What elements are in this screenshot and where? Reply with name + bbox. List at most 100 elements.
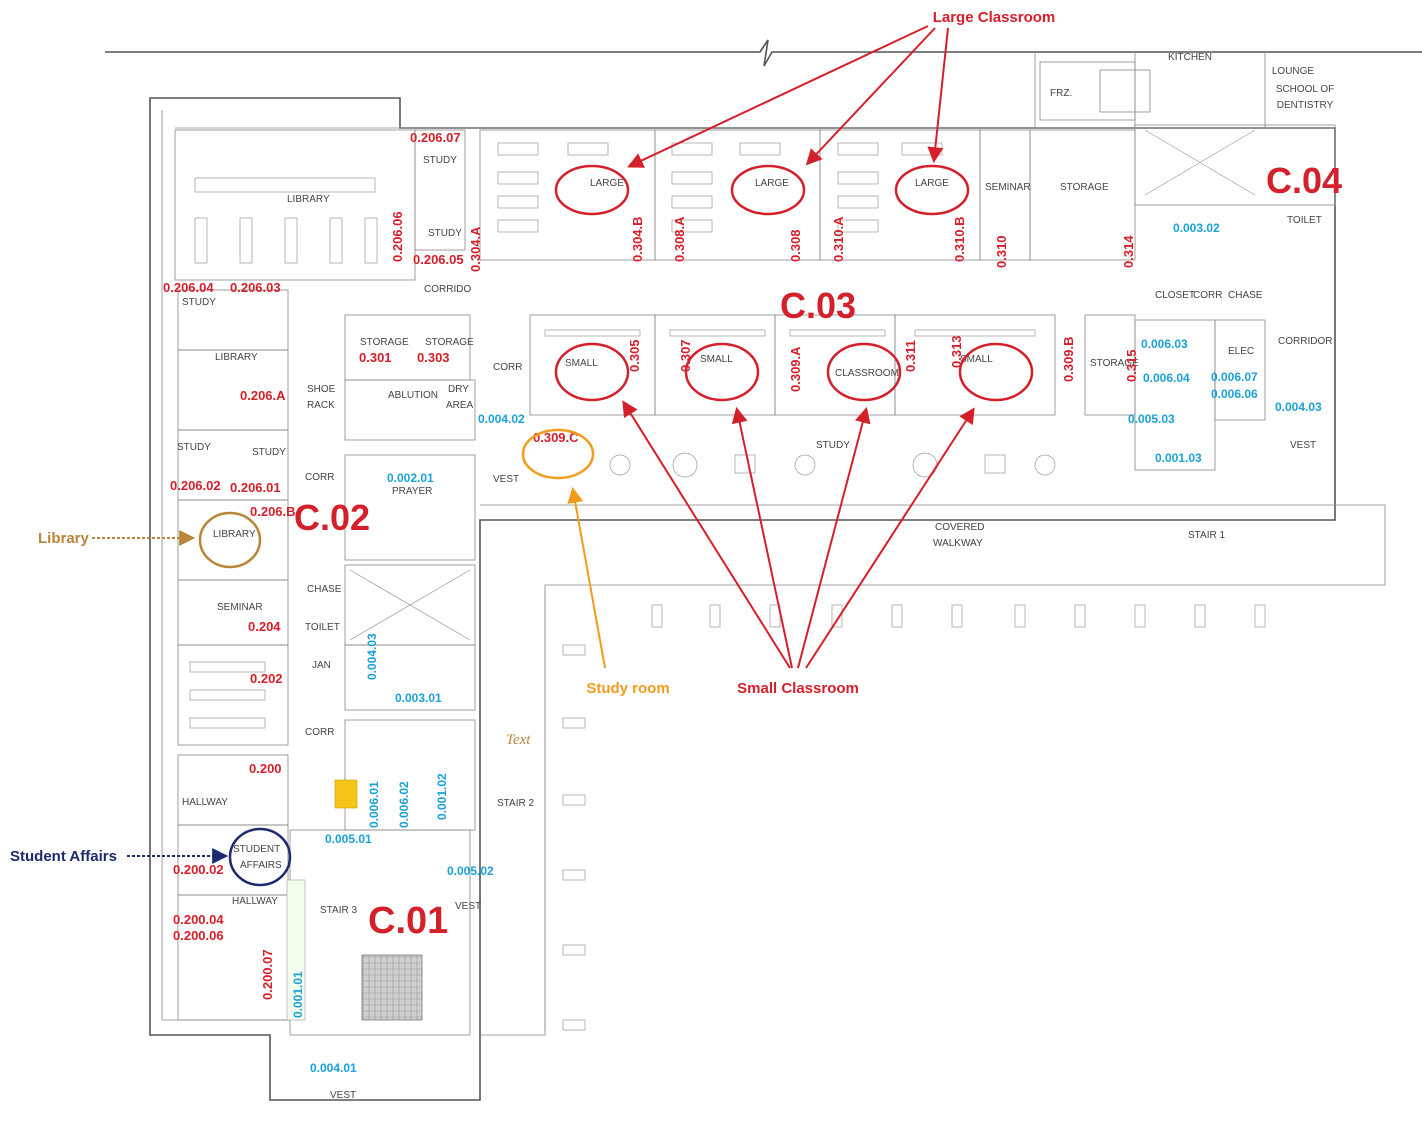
label-rack: RACK [307, 400, 335, 411]
label-corrido: CORRIDO [424, 284, 471, 295]
study-area-furniture [609, 452, 1056, 478]
library-circle [198, 511, 262, 569]
label-school-of: SCHOOL OF [1276, 84, 1335, 95]
room-id-006-06: 0.006.06 [1211, 387, 1258, 401]
label-seminar-top: SEMINAR [985, 182, 1031, 193]
label-seminar-left: SEMINAR [217, 602, 263, 613]
label-chase-left: CHASE [307, 584, 342, 595]
large-classroom-circle-1 [554, 164, 630, 216]
label-dentistry: DENTISTRY [1277, 100, 1334, 111]
room-id-309-c: 0.309.C [533, 430, 579, 445]
label-study-left-2: STUDY [177, 442, 211, 453]
room-id-310-a: 0.310.A [831, 216, 846, 262]
annotation-labels: Large Classroom Small Classroom Study ro… [10, 9, 1055, 865]
large-classroom-circle-2 [730, 164, 806, 216]
room-id-004-01: 0.004.01 [310, 1061, 357, 1075]
room-id-310-b: 0.310.B [952, 216, 967, 262]
left-wing-rooms [174, 129, 476, 1036]
label-elec: ELEC [1228, 346, 1254, 357]
annotation-arrows [92, 25, 975, 864]
label-study-top: STUDY [423, 155, 457, 166]
room-id-314: 0.314 [1121, 235, 1136, 268]
room-id-006-01: 0.006.01 [367, 781, 381, 828]
room-id-311: 0.311 [903, 340, 918, 372]
label-corr-left: CORR [305, 472, 334, 483]
room-id-004-03: 0.004.03 [1275, 400, 1322, 414]
label-stair-3: STAIR 3 [320, 905, 357, 916]
label-area: AREA [446, 400, 474, 411]
room-id-304-a: 0.304.A [468, 226, 483, 272]
small-classroom-circle-1 [554, 342, 630, 402]
student-affairs-circle [228, 827, 292, 887]
label-toilet-left: TOILET [305, 622, 340, 633]
zone-labels: C.04 C.03 C.02 C.01 [294, 160, 1342, 942]
study-room-circle [521, 428, 595, 480]
room-id-004-02: 0.004.02 [478, 412, 525, 426]
room-id-006-02: 0.006.02 [397, 781, 411, 828]
label-large-2: LARGE [755, 178, 789, 189]
room-id-206-02: 0.206.02 [170, 478, 221, 493]
label-library-circled: LIBRARY [213, 529, 256, 540]
label-lounge: LOUNGE [1272, 66, 1315, 77]
label-corr-right: CORR [1193, 290, 1222, 301]
small-classroom-circle-3 [826, 342, 902, 402]
highlight-circles [198, 164, 1034, 887]
room-id-204: 0.204 [248, 619, 281, 634]
small-classrooms-row [529, 314, 1266, 471]
annotation-text: Text [506, 732, 531, 748]
label-dry: DRY [448, 384, 469, 395]
small-classroom-circle-2 [684, 342, 760, 402]
site-boundary-line [105, 39, 1422, 67]
annotation-student-affairs: Student Affairs [10, 848, 117, 865]
label-kitchen: KITCHEN [1168, 52, 1212, 63]
label-study-top-2: STUDY [428, 228, 462, 239]
label-covered: COVERED [935, 522, 984, 533]
annotation-study-room: Study room [586, 680, 669, 697]
room-id-308-a: 0.308.A [672, 216, 687, 262]
label-small-2: SMALL [700, 354, 733, 365]
label-storage-301: STORAGE [360, 337, 409, 348]
label-study-left-3: STUDY [252, 447, 286, 458]
room-id-206-01: 0.206.01 [230, 480, 281, 495]
annotation-small-classroom: Small Classroom [737, 680, 859, 697]
large-classroom-circle-3 [894, 164, 970, 216]
room-id-200-02: 0.200.02 [173, 862, 224, 877]
room-id-202: 0.202 [250, 671, 283, 686]
room-id-309-a: 0.309.A [788, 346, 803, 392]
room-id-005-02: 0.005.02 [447, 864, 494, 878]
room-labels: LOUNGE SCHOOL OF DENTISTRY KITCHEN FRZ. … [177, 52, 1334, 1101]
label-classroom-3: CLASSROOM [835, 368, 899, 379]
label-small-4: SMALL [960, 354, 993, 365]
label-storage-303: STORAGE [425, 337, 474, 348]
label-walkway: WALKWAY [933, 538, 983, 549]
label-vest-lower: VEST [455, 901, 481, 912]
label-jan: JAN [312, 660, 331, 671]
label-ablution: ABLUTION [388, 390, 438, 401]
label-corr-lower: CORR [305, 727, 334, 738]
room-id-002-01: 0.002.01 [387, 471, 434, 485]
room-id-307: 0.307 [678, 339, 693, 372]
label-hallway-2: HALLWAY [232, 896, 278, 907]
room-ids-red: 0.206.07 0.206.05 0.206.04 0.206.03 0.20… [163, 130, 1139, 1000]
label-frz: FRZ. [1050, 88, 1072, 99]
label-corridor-right: CORRIDOR [1278, 336, 1332, 347]
room-id-006-04: 0.006.04 [1143, 371, 1190, 385]
room-id-200: 0.200 [249, 761, 282, 776]
label-corr-mid: CORR [493, 362, 522, 373]
label-storage-mid: STORAGE [1090, 358, 1139, 369]
label-affairs: AFFAIRS [240, 860, 282, 871]
room-id-200-06: 0.200.06 [173, 928, 224, 943]
zone-c03: C.03 [780, 285, 856, 326]
room-id-303: 0.303 [417, 350, 450, 365]
room-id-313: 0.313 [949, 335, 964, 368]
room-id-200-04: 0.200.04 [173, 912, 224, 927]
label-stair-1: STAIR 1 [1188, 530, 1225, 541]
room-id-003-01: 0.003.01 [395, 691, 442, 705]
annotation-large-classroom: Large Classroom [933, 9, 1056, 26]
room-id-005-01: 0.005.01 [325, 832, 372, 846]
room-id-206-b: 0.206.B [250, 504, 296, 519]
zone-c01: C.01 [368, 900, 448, 942]
annotation-library: Library [38, 530, 90, 547]
room-id-315: 0.315 [1124, 349, 1139, 382]
